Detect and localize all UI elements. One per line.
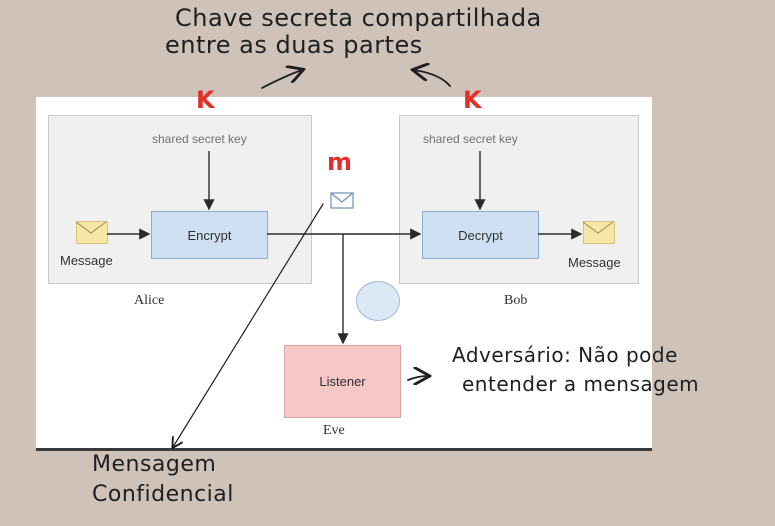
alice-caption: Alice [134,293,165,308]
hand-arrow-adversary [407,376,428,380]
bob-secret-key-label: shared secret key [423,132,518,146]
diagram-arrows [107,151,583,345]
bob-caption: Bob [504,293,528,308]
diagram-card: shared secret key shared secret key Encr… [36,97,652,449]
encrypt-box: Encrypt [151,211,268,259]
key-k-left: K [196,86,215,114]
message-envelope-icon [356,281,400,321]
card-bottom-rule [36,448,652,451]
message-m-label: m [327,148,353,176]
eve-caption: Eve [323,423,345,438]
annotation-adversary-line2: entender a mensagem [462,372,700,396]
annotation-confidential-line2: Confidencial [92,482,234,507]
bob-message-label: Message [568,255,621,270]
envelope-glyph-lines [75,221,614,234]
hand-arrow-confidential [173,203,324,447]
annotation-title-line1: Chave secreta compartilhada [175,4,542,32]
m-envelope-glyph [330,192,354,209]
annotation-confidential-line1: Mensagem [92,452,217,477]
encrypt-label: Encrypt [187,227,232,243]
key-k-right: K [463,86,482,114]
alice-secret-key-label: shared secret key [152,132,247,146]
annotation-title-line2: entre as duas partes [165,31,423,59]
decrypt-label: Decrypt [458,227,503,243]
hand-arrow-left-key [261,70,302,89]
handwritten-arrows [173,70,451,447]
listener-label: Listener [319,374,366,389]
annotation-adversary-line1: Adversário: Não pode [452,343,678,367]
decrypt-box: Decrypt [422,211,539,259]
listener-box: Listener [284,345,401,418]
alice-message-label: Message [60,253,113,268]
hand-arrow-right-key [414,70,451,87]
